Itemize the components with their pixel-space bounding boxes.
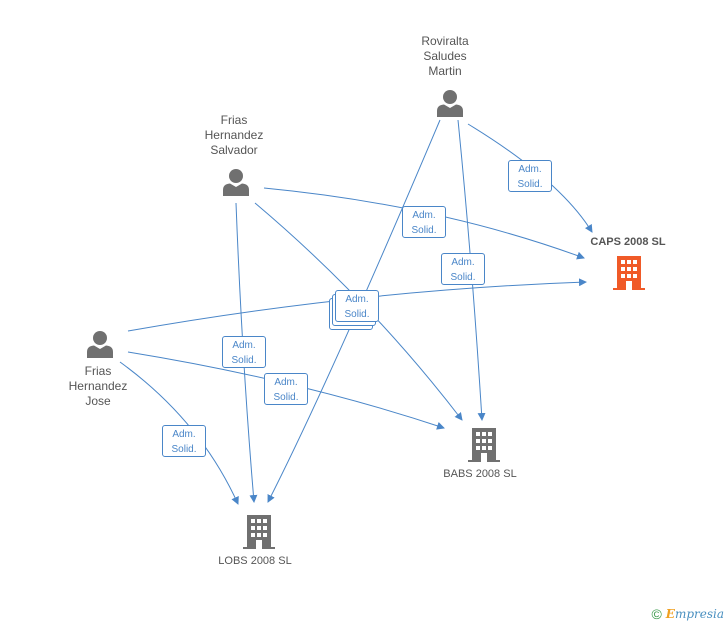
role-box-jose-babs[interactable]: Adm. Solid. xyxy=(264,373,308,405)
role-line-2: Solid. xyxy=(517,179,543,190)
person-icon[interactable] xyxy=(86,330,114,363)
edge-roviralta-lobs xyxy=(267,119,441,503)
role-line-2: Solid. xyxy=(344,309,370,320)
person-icon[interactable] xyxy=(222,168,250,201)
role-line-1: Adm. xyxy=(412,210,436,221)
copyright-icon: © xyxy=(651,606,662,622)
building-icon[interactable] xyxy=(468,428,500,467)
company-label-caps[interactable]: CAPS 2008 SL xyxy=(590,236,666,248)
building-icon-focus[interactable] xyxy=(613,256,645,295)
role-line-1: Adm. xyxy=(232,340,256,351)
company-label-lobs[interactable]: LOBS 2008 SL xyxy=(218,555,292,567)
person-label-frias-salvador[interactable]: Frias Hernandez Salvador xyxy=(204,113,264,157)
person-icon[interactable] xyxy=(436,89,464,122)
role-line-2: Solid. xyxy=(450,272,476,283)
company-label-babs[interactable]: BABS 2008 SL xyxy=(443,468,517,480)
building-icon[interactable] xyxy=(243,515,275,554)
role-box-salvador-lobs[interactable]: Adm. Solid. xyxy=(222,336,266,368)
role-box-stacked[interactable]: Adm. Solid. xyxy=(335,290,379,322)
brand-logo: Empresia xyxy=(666,607,724,621)
brand-initial: E xyxy=(665,607,675,621)
footer-brand: © Empresia xyxy=(651,606,724,622)
role-line-2: Solid. xyxy=(231,355,257,366)
role-box-salvador-caps[interactable]: Adm. Solid. xyxy=(402,206,446,238)
role-line-1: Adm. xyxy=(518,164,542,175)
role-line-1: Adm. xyxy=(274,377,298,388)
role-line-1: Adm. xyxy=(345,294,369,305)
role-line-1: Adm. xyxy=(451,257,475,268)
role-line-2: Solid. xyxy=(411,225,437,236)
person-label-roviralta[interactable]: Roviralta Saludes Martin xyxy=(421,34,469,78)
role-box-roviralta-caps[interactable]: Adm. Solid. xyxy=(508,160,552,192)
role-line-2: Solid. xyxy=(273,392,299,403)
role-box-jose-lobs[interactable]: Adm. Solid. xyxy=(162,425,206,457)
role-line-2: Solid. xyxy=(171,444,197,455)
person-label-frias-jose[interactable]: Frias Hernandez Jose xyxy=(68,364,128,408)
brand-rest: mpresia xyxy=(674,607,724,621)
role-box-roviralta-babs[interactable]: Adm. Solid. xyxy=(441,253,485,285)
role-line-1: Adm. xyxy=(172,429,196,440)
